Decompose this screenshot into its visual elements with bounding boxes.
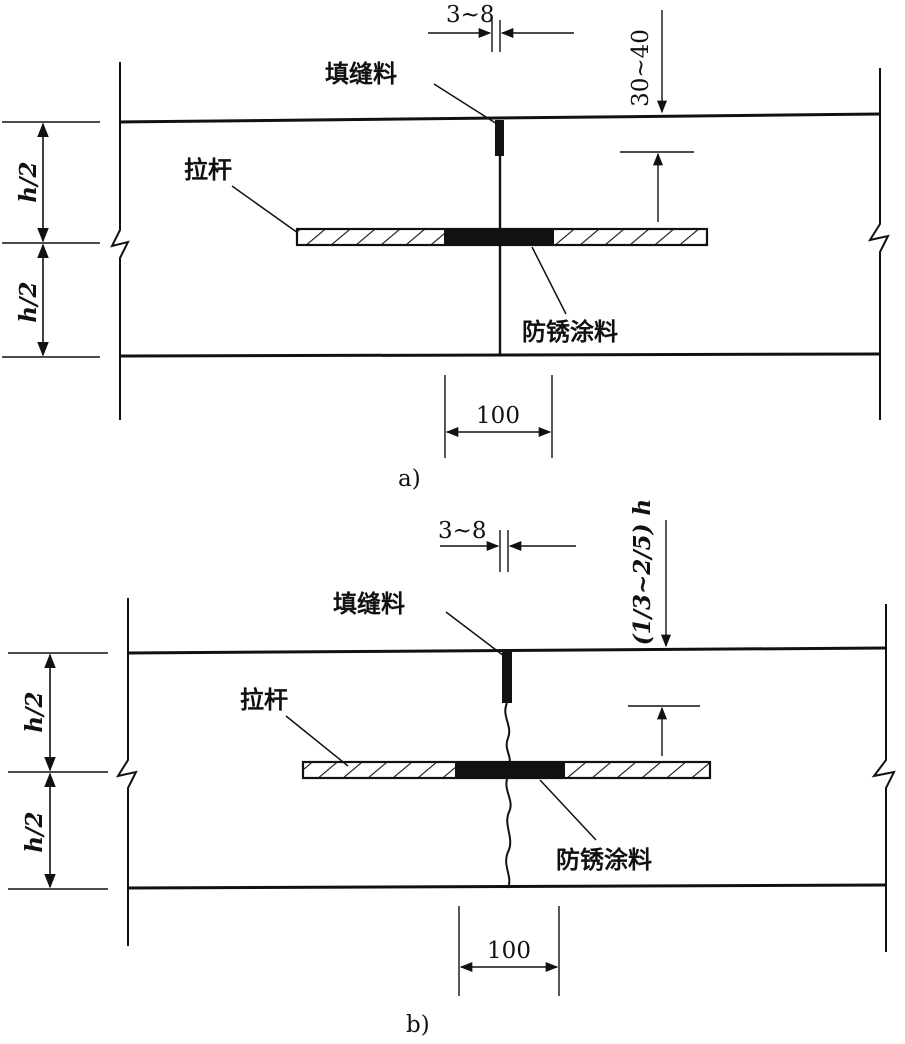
leader-b-filler [445,611,505,657]
leader-a-tie-bar [231,185,299,234]
dim-a-100-label: 100 [476,403,520,429]
label-a-coating: 防锈涂料 [522,318,618,346]
joint-b-crack [504,702,512,889]
leader-b-tie-bar [285,715,349,767]
dim-b-h2-lower-label: h/2 [21,811,48,852]
leader-a-coating [531,246,567,315]
joint-a-filler [495,120,504,156]
slab-b-right-break [871,604,896,952]
leader-a-filler [433,83,498,125]
label-b-filler: 填缝料 [333,590,405,618]
label-b-coating: 防锈涂料 [556,846,652,874]
dim-a-joint-width-label: 3~8 [446,2,495,28]
tie-bar-b-coating [455,762,565,778]
label-a-filler: 填缝料 [325,60,397,88]
leader-b-coating [539,779,597,841]
slab-b-left-break [115,598,138,946]
slab-a-top-edge [119,112,881,124]
dim-a-seal-depth-label: 30~40 [628,29,654,107]
joint-b-filler [502,651,512,703]
label-b-tie-bar: 拉杆 [240,686,288,714]
tie-bar-a-coating [444,229,554,245]
caption-b: b) [406,1012,430,1038]
slab-a-right-break [867,68,890,420]
dim-b-seal-depth-label: (1/3~2/5) h [629,499,656,646]
label-a-tie-bar: 拉杆 [184,156,232,184]
dim-b-h2-upper-label: h/2 [21,691,48,732]
dim-a-h2-lower-label: h/2 [15,281,42,322]
dim-a-h2-upper-label: h/2 [15,161,42,202]
caption-a: a) [398,466,421,492]
slab-b-bottom-edge [127,883,887,890]
dim-b-100-label: 100 [487,938,531,964]
figure-b: h/2 h/2 3~8 填缝料 (1/3~2/5) h 拉杆 防锈涂料 100 … [8,499,896,1038]
figure-a: h/2 h/2 3~8 填缝料 30~40 拉杆 防锈涂料 100 a) [2,2,890,492]
slab-b-top-edge [127,646,887,655]
dim-b-joint-width-label: 3~8 [438,518,487,544]
slab-a-left-break [110,62,130,420]
